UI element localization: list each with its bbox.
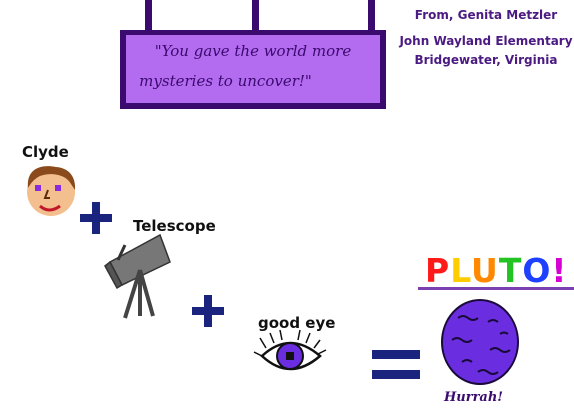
sign-quote-line1: "You gave the world more (154, 42, 352, 60)
planet-icon (441, 299, 519, 385)
pluto-letter-l: L (450, 251, 472, 290)
plus-sign-2 (192, 295, 224, 327)
credit-location: Bridgewater, Virginia (414, 53, 558, 67)
pluto-letter-exclaim: ! (551, 251, 568, 290)
pluto-title: PLUTO! (425, 251, 567, 290)
clyde-label: Clyde (22, 143, 69, 161)
pluto-letter-u: U (471, 251, 499, 290)
pluto-underline (418, 287, 574, 290)
sign-post-middle (252, 0, 259, 32)
credit-school: John Wayland Elementary (399, 34, 573, 48)
pluto-letter-p: P (425, 251, 451, 290)
sign-quote-line2: mysteries to uncover!" (139, 72, 312, 90)
pluto-letter-o: O (522, 251, 552, 290)
sign-panel (126, 35, 380, 103)
sign-post-right (368, 0, 375, 32)
eye-icon (253, 329, 327, 371)
hurrah-caption: Hurrah! (444, 390, 504, 405)
sign-post-left (145, 0, 152, 32)
telescope-icon (104, 233, 171, 319)
credit-from: From, Genita Metzler (414, 8, 558, 22)
smiley-face-icon (27, 166, 76, 216)
eye-label: good eye (258, 314, 336, 332)
pluto-letter-t: T (498, 251, 523, 290)
equals-sign (372, 350, 420, 379)
telescope-label: Telescope (133, 217, 216, 235)
plus-sign-1 (80, 202, 112, 234)
